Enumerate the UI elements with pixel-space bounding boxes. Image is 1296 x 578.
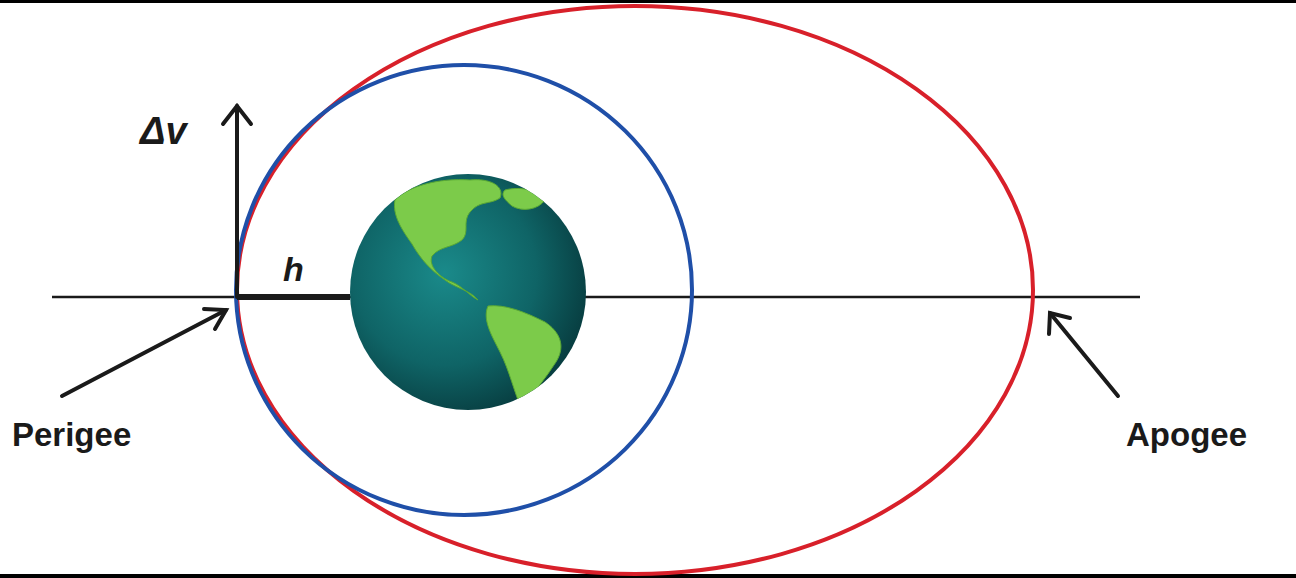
circular-orbit <box>236 65 692 515</box>
perigee-label: Perigee <box>12 418 131 451</box>
earth-globe <box>350 174 586 410</box>
altitude-label: h <box>283 252 304 286</box>
apogee-label: Apogee <box>1126 418 1247 451</box>
delta-v-arrow <box>223 106 251 297</box>
top-edge <box>0 0 1296 3</box>
delta-v-label: Δv <box>140 112 187 150</box>
transfer-orbit <box>237 6 1033 574</box>
apse-line <box>52 296 1140 299</box>
apogee-pointer <box>1049 313 1118 396</box>
altitude-bar <box>237 294 350 300</box>
perigee-pointer <box>62 309 226 396</box>
